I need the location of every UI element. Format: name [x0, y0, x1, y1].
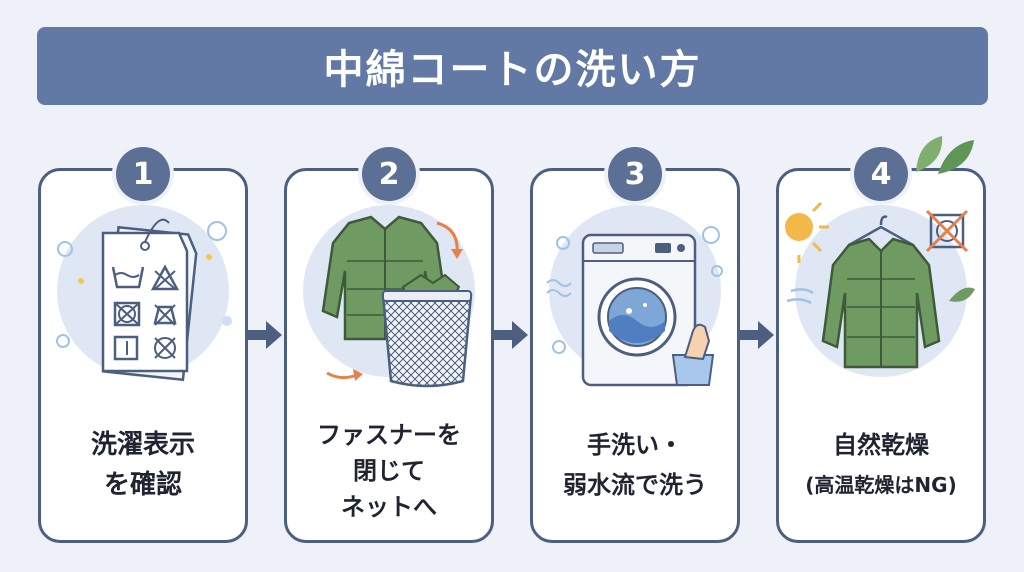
- step-1-line-2: を確認: [103, 470, 182, 500]
- title-banner: 中綿コートの洗い方: [37, 27, 988, 105]
- step-1-line-1: 洗濯表示: [90, 430, 195, 460]
- step-3-line-1: 手洗い・: [587, 431, 683, 459]
- step-4-line-1: 自然乾燥: [833, 431, 929, 459]
- step-card-2: ファスナーを 閉じて ネットへ: [284, 168, 494, 543]
- step-badge-3: 3: [608, 147, 662, 201]
- step-2-line-2: 閉じて: [353, 457, 425, 485]
- step-2-line-3: ネットへ: [341, 493, 437, 521]
- step-2-line-1: ファスナーを: [317, 421, 461, 449]
- leaf-icon: [916, 136, 974, 174]
- jacket-in-net-icon: [303, 205, 475, 388]
- step-card-1: 洗濯表示 を確認: [38, 168, 248, 543]
- arrow-right-icon: [492, 321, 528, 349]
- step-card-3: 手洗い・ 弱水流で洗う: [530, 168, 740, 543]
- step-caption-1: 洗濯表示 を確認: [41, 425, 245, 505]
- step-badge-1: 1: [116, 147, 170, 201]
- step-4-line-2: (高温乾燥はNG): [805, 473, 957, 497]
- care-label-tag-icon: [56, 205, 232, 382]
- step-card-4: 自然乾燥 (高温乾燥はNG): [776, 168, 986, 543]
- step-caption-3: 手洗い・ 弱水流で洗う: [533, 425, 737, 505]
- step-3-line-2: 弱水流で洗う: [563, 471, 707, 499]
- washing-machine-icon: [546, 205, 723, 387]
- page-title: 中綿コートの洗い方: [323, 47, 702, 93]
- step-caption-4: 自然乾燥 (高温乾燥はNG): [779, 425, 983, 505]
- arrow-right-icon: [738, 321, 774, 349]
- arrow-right-icon: [246, 321, 282, 349]
- step-badge-2: 2: [362, 147, 416, 201]
- step-badge-4: 4: [854, 147, 908, 201]
- drying-jacket-icon: [785, 201, 975, 377]
- step-caption-2: ファスナーを 閉じて ネットへ: [287, 417, 491, 525]
